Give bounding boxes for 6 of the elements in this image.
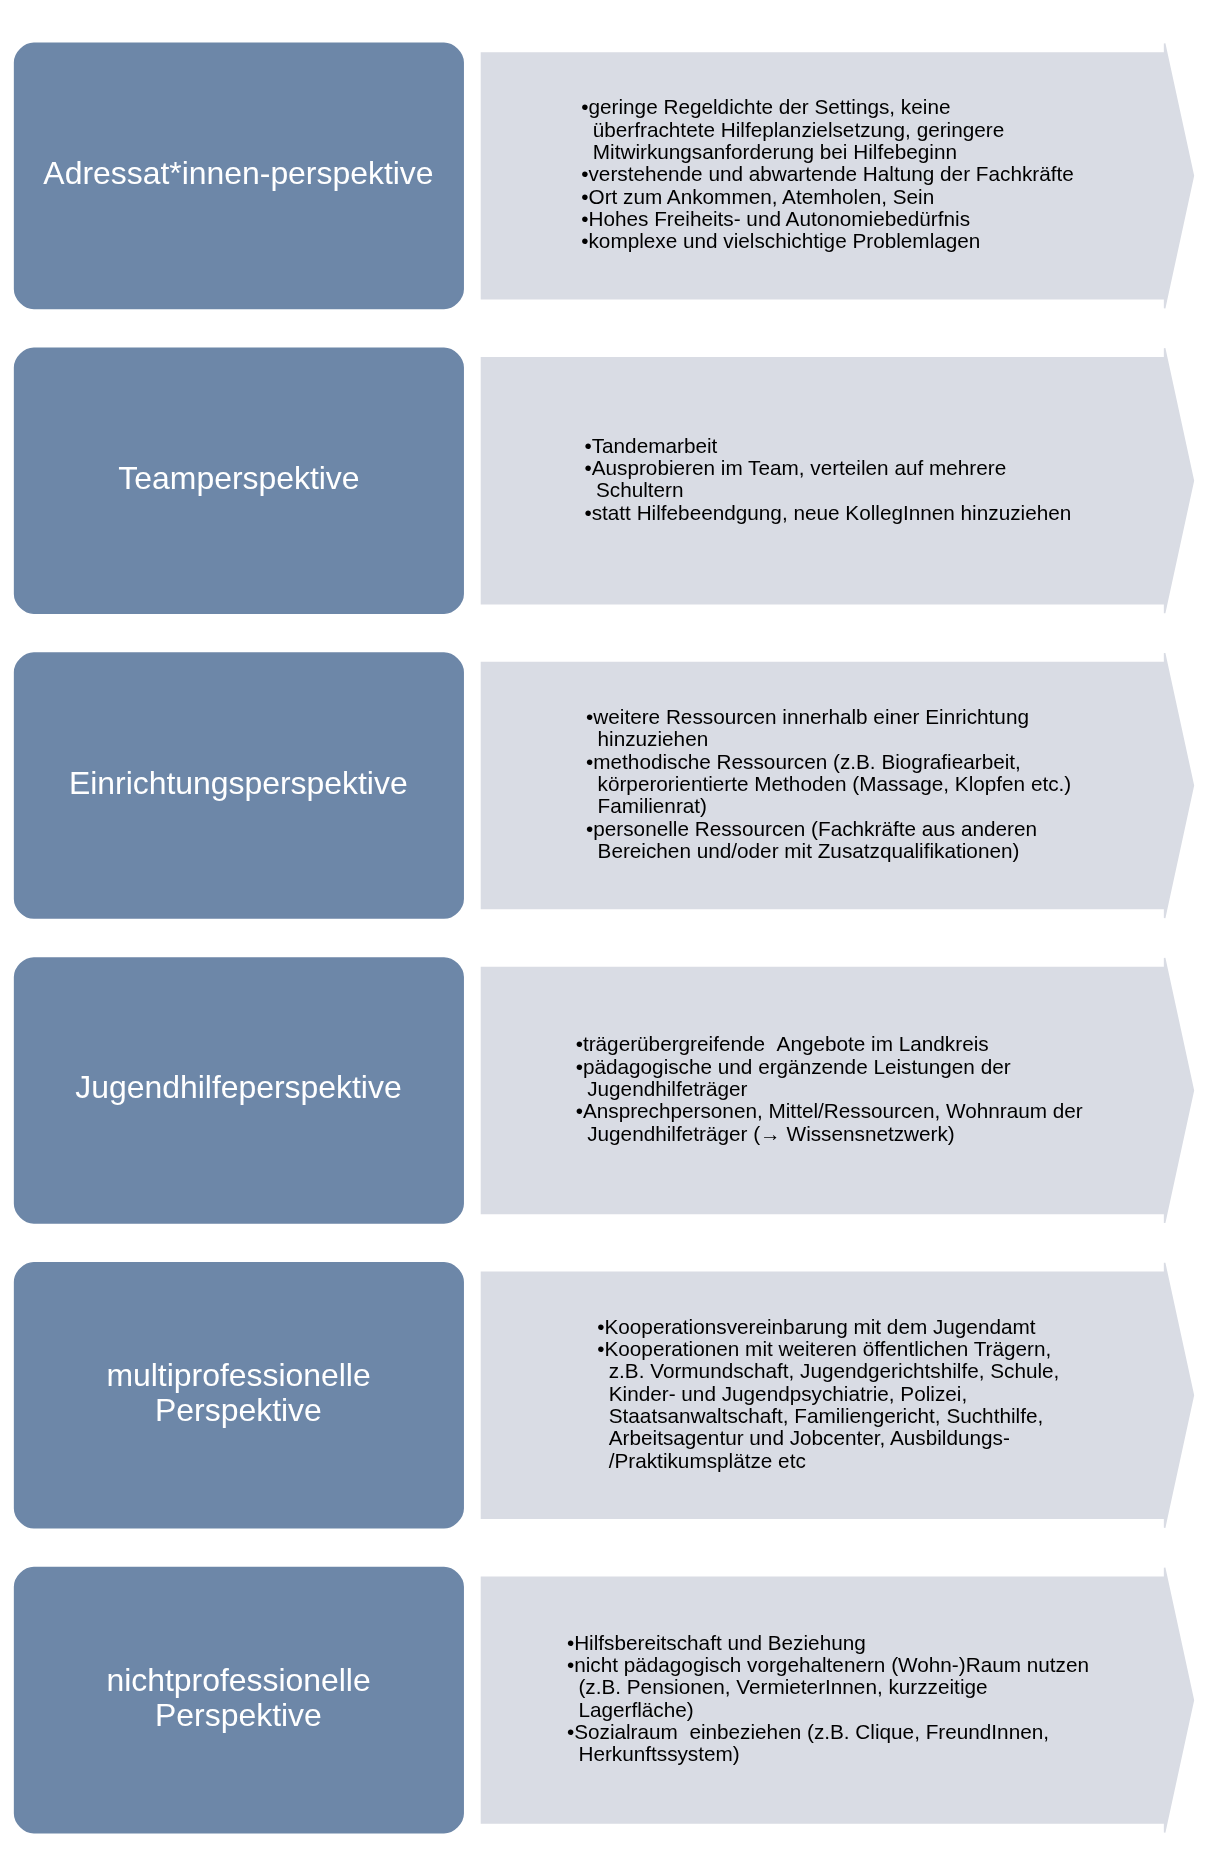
- node-box: Teamperspektive: [13, 347, 464, 614]
- node-box: multiprofessionelle Perspektive: [13, 1262, 464, 1529]
- node-box: Jugendhilfeperspektive: [13, 957, 464, 1224]
- node-box: Einrichtungsperspektive: [13, 652, 464, 919]
- node-box: nichtprofessionelle Perspektive: [13, 1566, 464, 1834]
- node-box: Adressat*innen-perspektive: [13, 42, 464, 310]
